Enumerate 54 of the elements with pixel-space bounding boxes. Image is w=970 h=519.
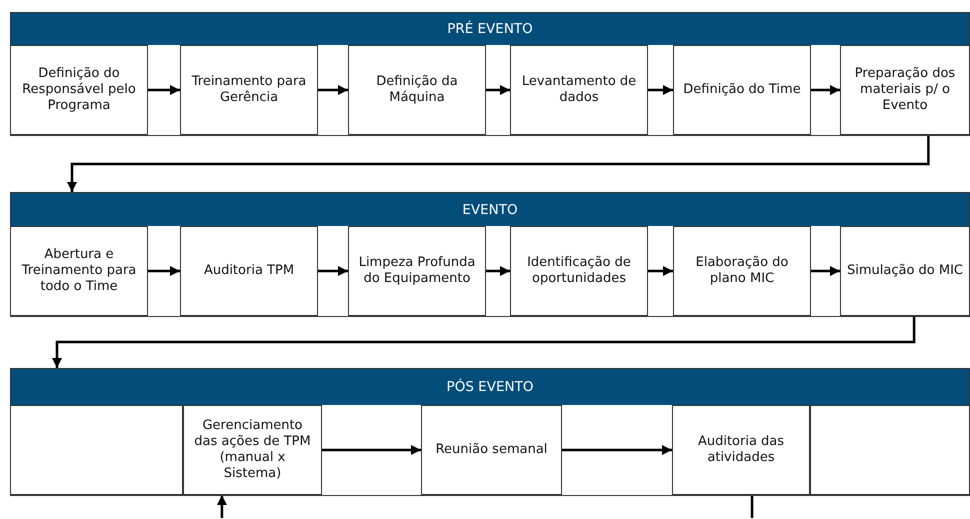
box-label: Auditoria das atividades [696,434,786,466]
stage-header: EVENTO [11,193,969,226]
process-box [183,405,322,495]
arrow [148,266,180,276]
arrow [486,266,510,276]
box-label: Definição do Responsável pelo Programa [21,66,137,114]
arrow [216,495,227,518]
arrow [318,85,348,95]
process-box [421,405,562,495]
arrow [322,445,421,455]
arrow [562,445,672,455]
process-box [510,226,648,316]
process-box [10,45,148,135]
stage-band [10,192,970,317]
arrow [67,135,930,192]
arrow [52,316,916,368]
box-label: Reunião semanal [436,442,548,458]
box-label: Identificação de oportunidades [526,255,632,287]
box-label: Limpeza Profunda do Equipamento [358,255,476,287]
box-label: Definição do Time [683,82,801,98]
arrow [811,266,840,276]
process-box [840,226,970,316]
process-box [672,405,810,495]
stage-header: PÓS EVENTO [11,369,969,405]
process-box [673,226,811,316]
arrow [318,266,348,276]
arrow [811,85,840,95]
arrow [648,266,673,276]
box-label: Preparação dos materiais p/ o Evento [854,66,956,114]
stage-band [10,368,970,496]
box-label: Elaboração do plano MIC [694,255,790,287]
box-label: Levantamento de dados [520,74,638,106]
box-label: Auditoria TPM [204,263,294,279]
process-box [510,45,648,135]
stage-band [10,12,970,136]
process-box [10,226,148,316]
box-label: Definição da Máquina [375,74,459,106]
process-box [180,45,318,135]
process-box [180,226,318,316]
box-label: Treinamento para Gerência [190,74,308,106]
box-label: Simulação do MIC [846,263,963,279]
process-box [348,226,486,316]
process-box [673,45,811,135]
process-box [348,45,486,135]
arrow [486,85,510,95]
process-box [840,45,970,135]
arrow [148,85,180,95]
empty-box [10,405,183,495]
arrow [648,85,673,95]
stage-header: PRÉ EVENTO [11,13,969,45]
box-label: Abertura e Treinamento para todo o Time [20,247,138,295]
empty-box [810,405,970,495]
connector-line [750,495,754,518]
box-label: Gerenciamento das ações de TPM (manual x Sistema) [193,418,312,482]
